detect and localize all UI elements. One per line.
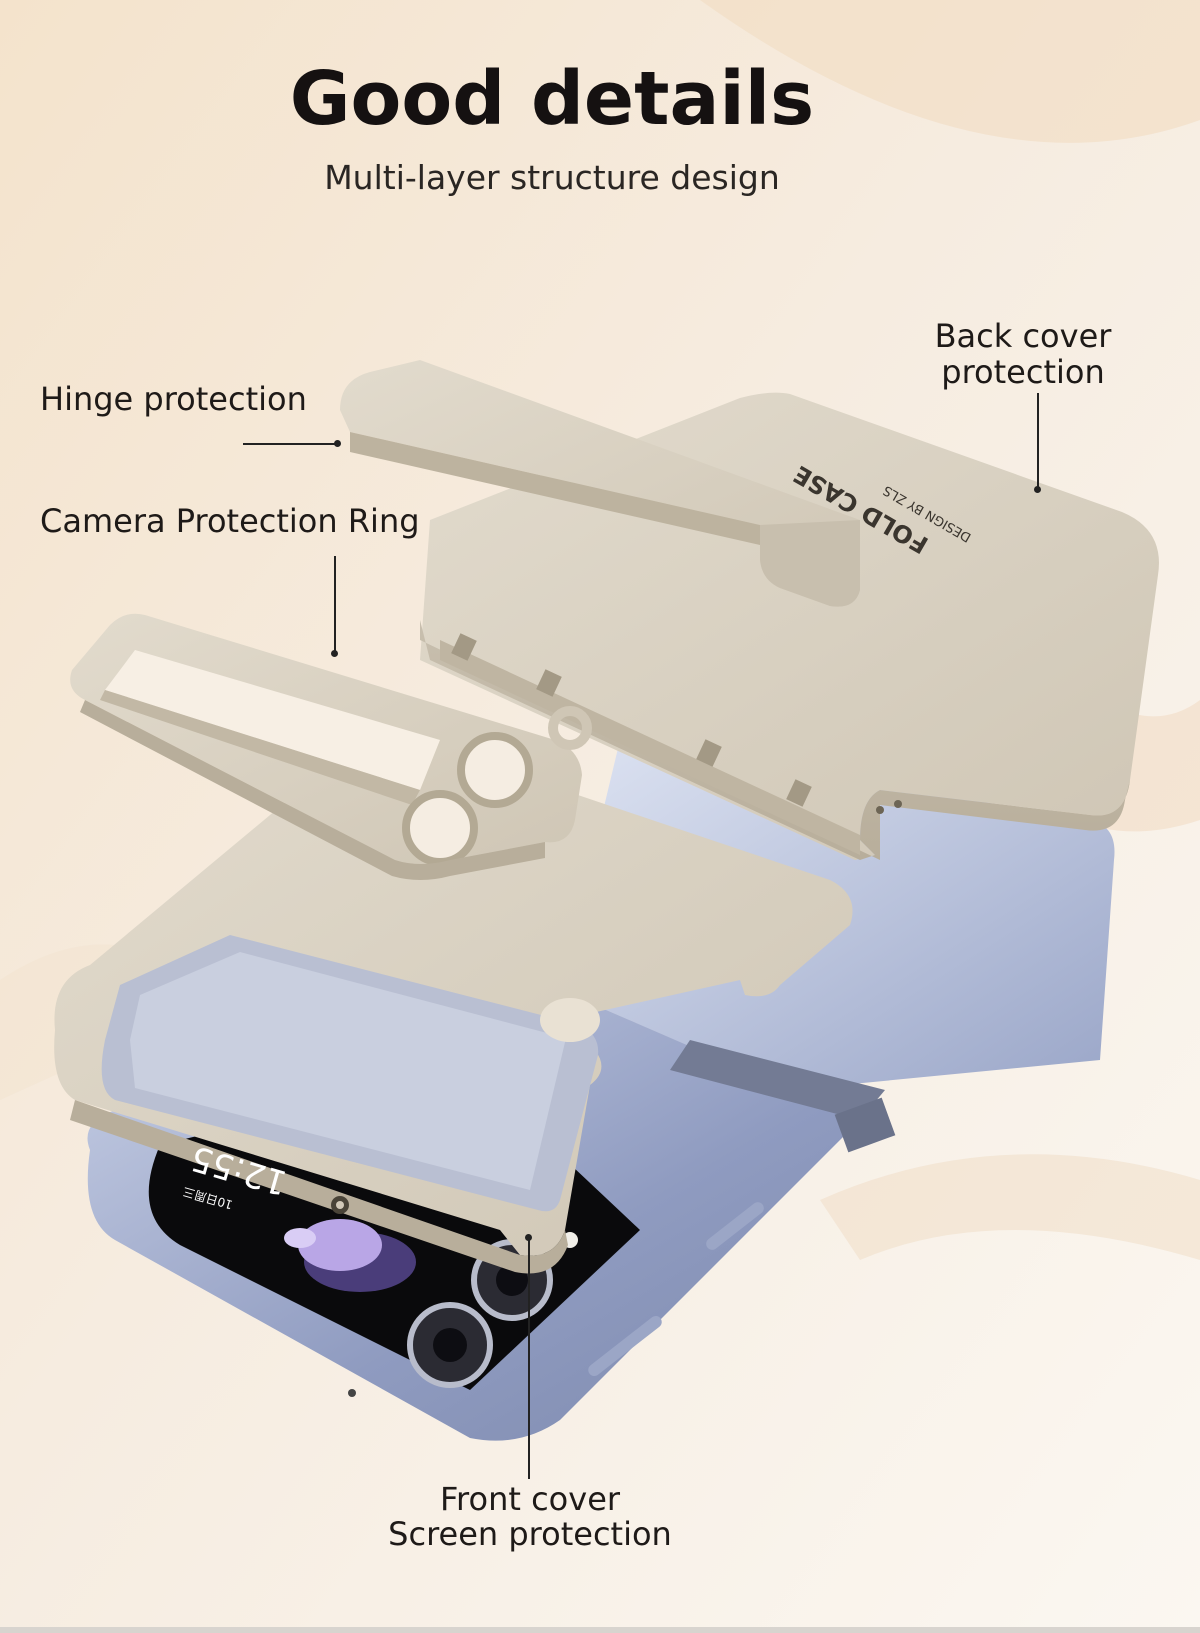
camera-callout-dot [331,650,338,657]
hinge-callout-line [243,443,338,445]
front-cover-label: Front cover Screen protection [380,1482,680,1552]
page-title: Good details [289,56,815,142]
back-cover-label-line1: Back cover [934,317,1112,355]
back-callout-dot [1034,486,1041,493]
hinge-callout-dot [334,440,341,447]
character-icon [284,1219,416,1292]
front-cover-label-line2: Screen protection [388,1515,672,1553]
front-cover-case [54,733,853,1274]
back-callout-line [1037,393,1039,488]
front-cover-label-line1: Front cover [439,1480,621,1518]
camera-protection-ring [70,613,592,880]
back-cover-label-line2: protection [941,353,1105,391]
front-callout-line [528,1237,530,1479]
camera-callout-line [334,556,336,654]
hinge-protection-label: Hinge protection [40,380,307,418]
camera-ring-label: Camera Protection Ring [40,502,420,540]
back-cover-label: Back cover protection [928,318,1118,390]
front-callout-dot [525,1234,532,1241]
bottom-divider [0,1627,1200,1633]
hinge-protection-piece [340,360,860,607]
page-subtitle: Multi-layer structure design [324,158,780,197]
